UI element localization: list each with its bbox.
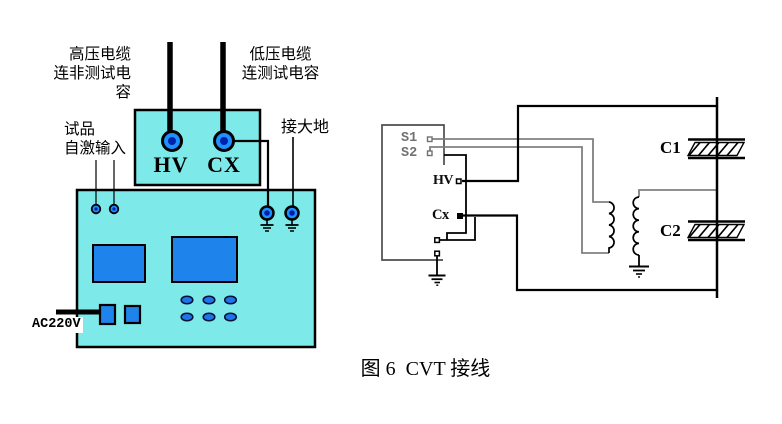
s1-wire [432,138,609,203]
lv-cable-label-line2: 连测试电容 [241,65,320,82]
schematic-c1-label: C1 [660,138,681,157]
hv-cable-label: 高压电缆 连非测试电容 [40,45,131,102]
schematic-hv-label: HV [433,173,454,188]
button-3 [223,295,238,305]
s2-wire [429,146,609,254]
button-4 [180,312,194,322]
bottom-terminal-dot-1 [434,237,441,244]
junction-wire [638,189,717,197]
self-test-label: 试品 自激输入 [64,120,134,158]
s2-terminal-dot [426,150,433,157]
schematic-c2-label: C2 [660,221,681,240]
display-screen-left [92,244,146,283]
lv-cable-label: 低压电缆 连测试电容 [237,45,324,83]
earth-terminal-1-icon [259,205,275,232]
hv-cable-label-line1: 高压电缆 [68,46,131,63]
inner-tap-wire [444,154,467,240]
schematic-s2-label: S2 [401,146,418,161]
hv-cable-label-line2: 连非测试电容 [53,65,131,101]
self-test-label-line2: 自激输入 [64,140,127,157]
cx-wire [462,214,716,292]
device-head-unit-box [133,108,262,187]
button-2 [202,295,216,305]
winding-ground-icon [629,255,649,278]
hv-terminal-dot [455,178,462,185]
schematic-cx-label: Cx [432,207,449,223]
earth-terminal-2-icon [284,205,300,232]
cx-to-earth-wire [234,139,270,207]
self-test-label-line1: 试品 [64,121,96,138]
self-test-terminal-2-icon [108,203,120,215]
damping-winding-coil [632,196,640,256]
s1-terminal-dot [426,136,433,143]
bottom-terminal-dot-2 [434,250,441,257]
cx-terminal-icon [213,130,235,152]
earth-label: 接大地 [281,119,330,136]
figure-caption: 图 6 CVT 接线 [360,358,491,380]
hv-terminal-label: HV [153,152,189,177]
button-6 [223,312,238,322]
instrument-ground-icon [428,256,446,286]
power-label: AC220V [30,317,83,333]
lv-cable-label-line1: 低压电缆 [249,46,312,63]
cvt-schematic [381,97,746,298]
self-test-terminal-1-icon [90,203,102,215]
cx-terminal-dot [457,213,463,219]
transformer-winding-coil [608,201,615,253]
display-screen-right [171,236,238,283]
power-socket [98,303,117,326]
device-drawing [56,42,317,349]
button-1 [180,295,194,305]
hv-terminal-icon [161,130,183,152]
button-5 [202,312,216,322]
schematic-s1-label: S1 [401,131,418,146]
power-switch [123,304,142,325]
keypad-buttons [180,295,238,322]
hv-wire [462,104,716,183]
bottom-terminal-wire [439,217,476,241]
cx-terminal-label: CX [207,152,241,177]
